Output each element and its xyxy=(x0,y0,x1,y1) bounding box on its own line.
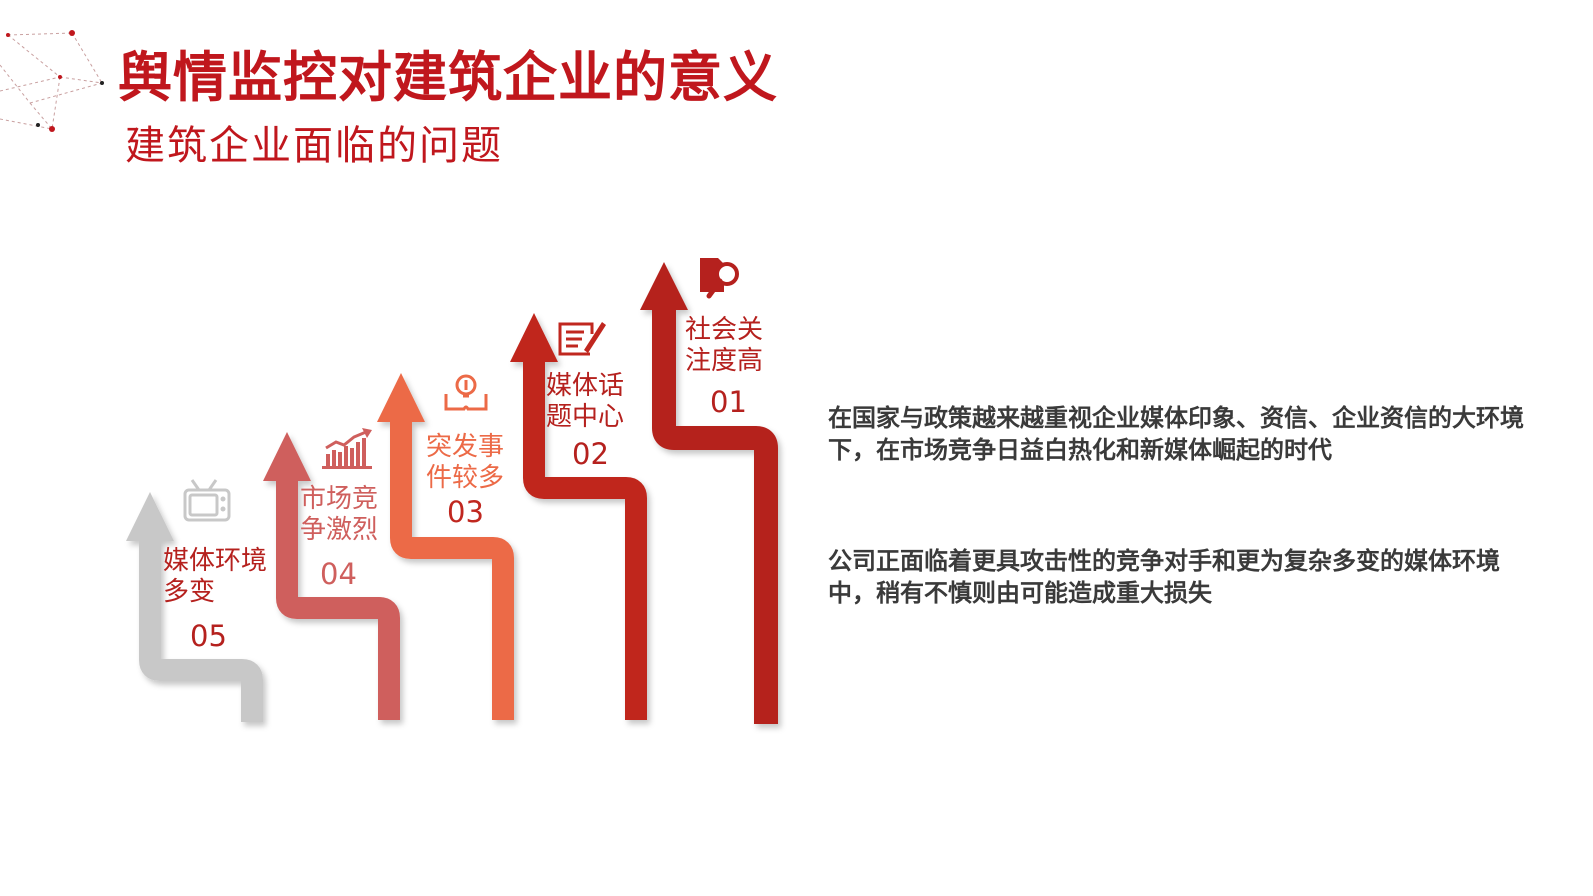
arrow-01 xyxy=(652,308,778,724)
edit-document-icon xyxy=(558,322,606,356)
step-01-number: 01 xyxy=(710,385,747,419)
page-subtitle: 建筑企业面临的问题 xyxy=(125,123,503,169)
arrow-05-head xyxy=(126,492,174,541)
growth-chart-icon xyxy=(322,428,372,469)
step-03-label: 突发事 件较多 xyxy=(426,432,505,493)
idea-book-icon xyxy=(444,374,488,411)
network-decoration xyxy=(0,30,104,132)
arrow-02 xyxy=(523,358,647,720)
tv-icon xyxy=(183,479,231,522)
paragraph-context: 在国家与政策越来越重视企业媒体印象、资信、企业资信的大环境下，在市场竞争日益白热… xyxy=(828,404,1524,464)
arrow-04-head xyxy=(263,432,311,481)
arrow-01-head xyxy=(640,262,688,310)
step-03-number: 03 xyxy=(447,495,484,529)
step-02-number: 02 xyxy=(572,437,609,471)
step-01-label: 社会关 注度高 xyxy=(685,315,764,376)
search-document-icon xyxy=(700,258,739,299)
page-title: 舆情监控对建筑企业的意义 xyxy=(118,46,778,109)
step-05-label: 媒体环境 多变 xyxy=(163,546,268,607)
step-05-number: 05 xyxy=(190,619,227,653)
step-02-label: 媒体话 题中心 xyxy=(546,371,625,432)
step-04-label: 市场竞 争激烈 xyxy=(300,484,379,545)
arrow-05 xyxy=(139,535,263,722)
arrow-04 xyxy=(276,476,400,720)
paragraph-risk: 公司正面临着更具攻击性的竞争对手和更为复杂多变的媒体环境中，稍有不慎则由可能造成… xyxy=(828,547,1500,607)
arrow-03-head xyxy=(377,373,425,422)
arrow-02-head xyxy=(510,313,558,362)
step-04-number: 04 xyxy=(320,557,357,591)
arrow-03 xyxy=(390,418,514,720)
